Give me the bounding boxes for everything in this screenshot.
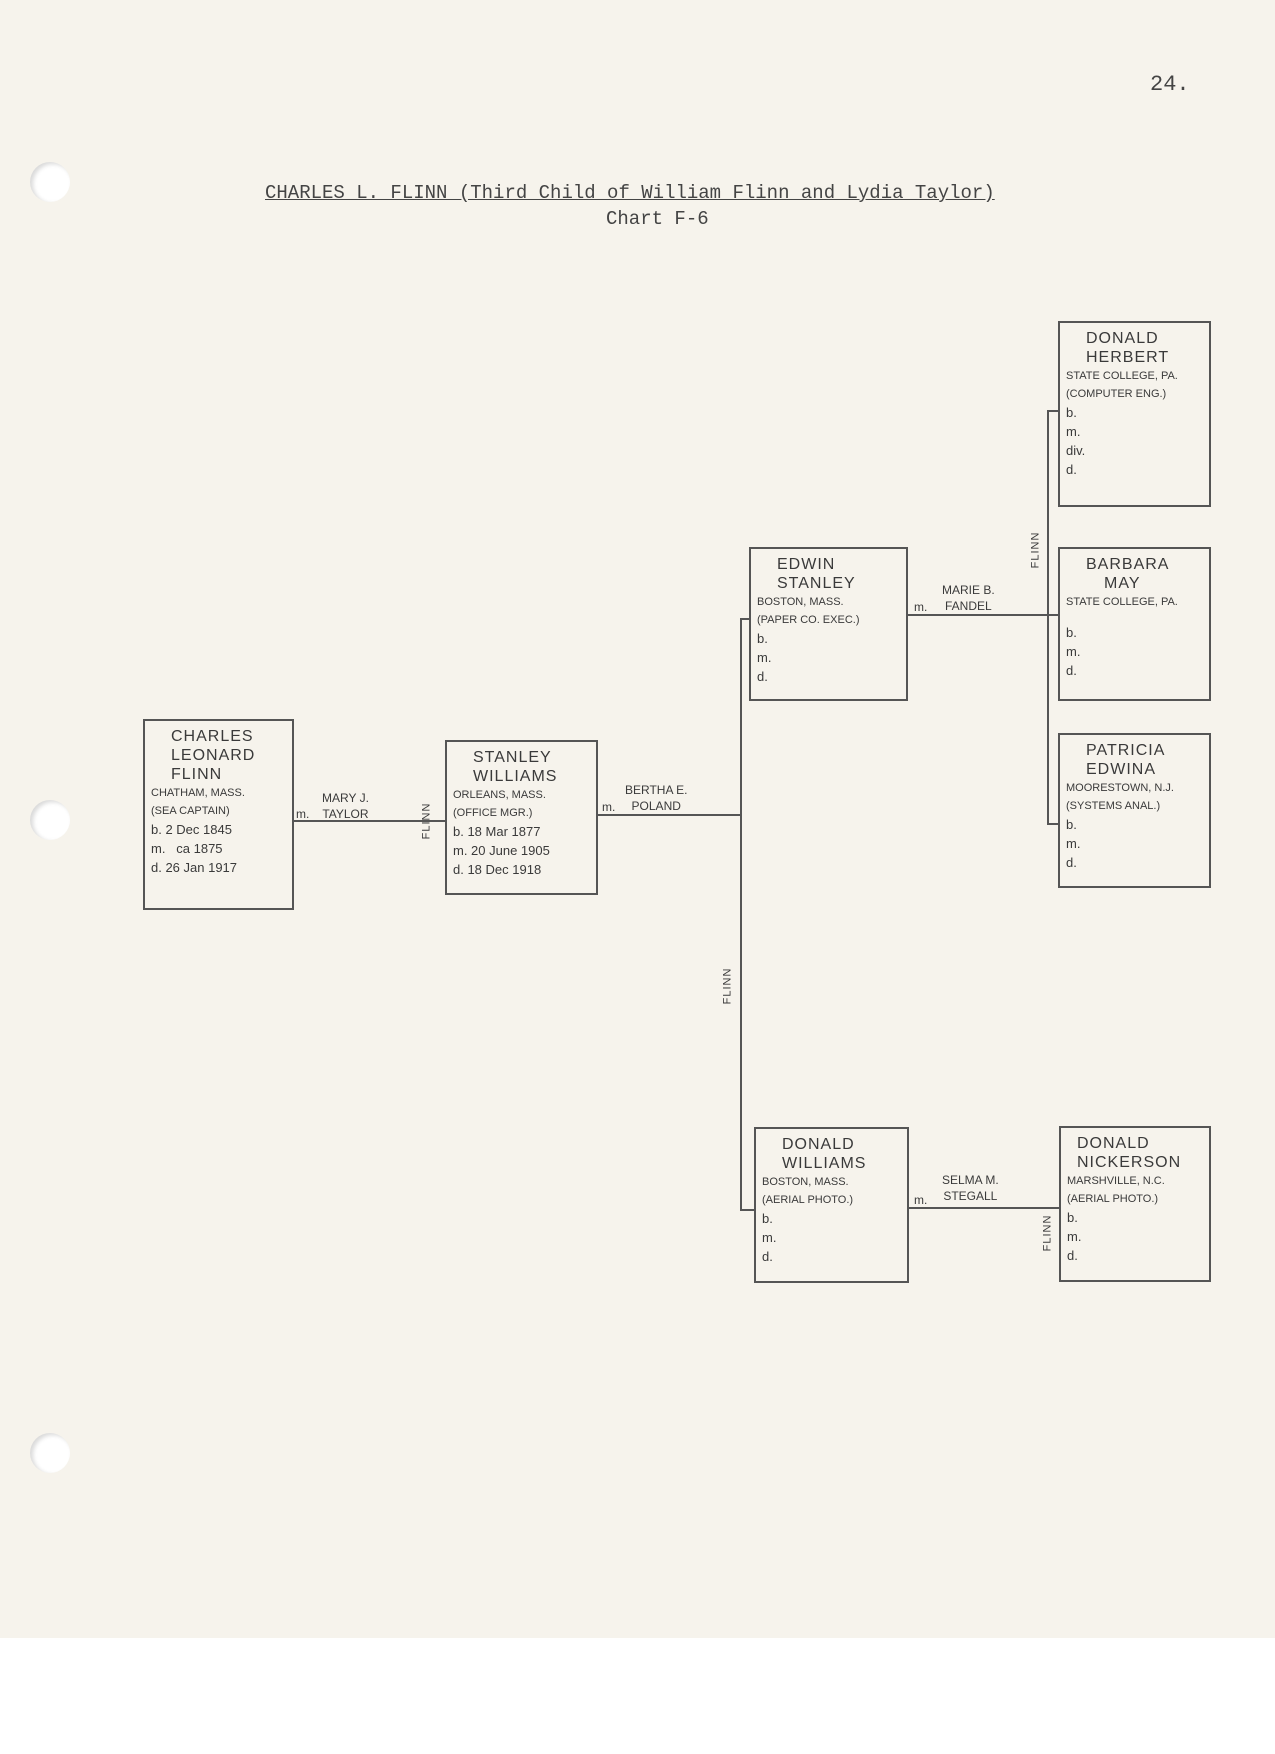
death: d.	[1066, 462, 1077, 477]
marriage-line	[908, 1207, 1059, 1209]
married-abbrev: m.	[914, 1193, 928, 1207]
descent-trunk	[740, 618, 742, 1211]
binder-hole	[30, 800, 70, 840]
branch-line	[1047, 410, 1058, 412]
marriage: m.	[1066, 836, 1081, 851]
person-name: Nickerson	[1077, 1154, 1182, 1171]
occupation: (Systems Anal.)	[1066, 800, 1161, 812]
death: d.	[1066, 855, 1077, 870]
marriage: m.	[757, 650, 772, 665]
person-box-donald-williams: Donald Williams Boston, Mass. (Aerial Ph…	[754, 1127, 909, 1283]
occupation: (Sea Captain)	[151, 805, 230, 817]
person-name: Donald	[1086, 330, 1159, 347]
person-box-donald-nickerson: Donald Nickerson Marshville, N.C. (Aeria…	[1059, 1126, 1211, 1282]
residence: Orleans, Mass.	[453, 789, 546, 801]
birth: b. 18 Mar 1877	[453, 824, 541, 839]
descent-trunk	[1047, 410, 1049, 824]
binder-hole	[30, 162, 70, 202]
branch-line	[740, 1209, 754, 1211]
person-name: Edwin	[777, 556, 836, 573]
birth: b. 2 Dec 1845	[151, 822, 232, 837]
occupation: (Paper Co. Exec.)	[757, 614, 860, 626]
death: d.	[1067, 1248, 1078, 1263]
surname-label: FLINN	[1041, 1214, 1054, 1252]
death: d. 18 Dec 1918	[453, 862, 542, 877]
birth: b.	[1066, 817, 1077, 832]
marriage: m.	[1066, 424, 1081, 439]
marriage: m.	[762, 1230, 777, 1245]
birth: b.	[757, 631, 768, 646]
residence: State College, Pa.	[1066, 370, 1178, 382]
person-box-barbara: Barbara May State College, Pa. b. m. d.	[1058, 547, 1211, 701]
person-box-charles: Charles Leonard Flinn Chatham, Mass. (Se…	[143, 719, 294, 910]
person-name: Donald	[782, 1136, 855, 1153]
person-box-stanley: Stanley Williams Orleans, Mass. (Office …	[445, 740, 598, 895]
surname-label: FLINN	[721, 967, 734, 1005]
death: d.	[757, 669, 768, 684]
occupation: (Office Mgr.)	[453, 807, 533, 819]
spouse-name: Mary J.Taylor	[322, 791, 369, 821]
person-name: Edwina	[1086, 761, 1156, 778]
marriage-line	[597, 814, 740, 816]
chart-title: CHARLES L. FLINN (Third Child of William…	[265, 182, 995, 204]
occupation: (Aerial Photo.)	[1067, 1193, 1159, 1205]
surname-label: FLINN	[420, 802, 433, 840]
marriage-line	[907, 614, 1058, 616]
person-name: Herbert	[1086, 349, 1170, 366]
married-abbrev: m.	[914, 600, 928, 614]
person-name: Charles	[171, 728, 254, 745]
branch-line	[1047, 823, 1058, 825]
person-name: Stanley	[777, 575, 856, 592]
person-box-edwin: Edwin Stanley Boston, Mass. (Paper Co. E…	[749, 547, 908, 701]
marriage: m.	[1067, 1229, 1082, 1244]
death: d.	[1066, 663, 1077, 678]
page-number: 24.	[1150, 72, 1190, 97]
spouse-name: Bertha E.Poland	[625, 783, 688, 813]
branch-line	[740, 618, 750, 620]
spouse-name: Marie B.Fandel	[942, 583, 995, 613]
marriage-line	[293, 820, 445, 822]
person-box-patricia: Patricia Edwina Moorestown, N.J. (System…	[1058, 733, 1211, 888]
residence: Chatham, Mass.	[151, 787, 245, 799]
birth: b.	[1066, 405, 1077, 420]
birth: b.	[762, 1211, 773, 1226]
surname-label: FLINN	[1029, 531, 1042, 569]
death: d. 26 Jan 1917	[151, 860, 238, 875]
person-name: Patricia	[1086, 742, 1166, 759]
married-abbrev: m.	[602, 800, 616, 814]
scan-margin	[0, 1638, 1275, 1754]
divorce: div.	[1066, 443, 1086, 458]
residence: Marshville, N.C.	[1067, 1175, 1165, 1187]
birth: b.	[1066, 625, 1077, 640]
person-name: Barbara	[1086, 556, 1170, 573]
spouse-name: Selma M.Stegall	[942, 1173, 999, 1203]
person-name: Leonard	[171, 747, 256, 764]
married-abbrev: m.	[296, 807, 310, 821]
residence: Moorestown, N.J.	[1066, 782, 1174, 794]
chart-subtitle: Chart F-6	[606, 208, 709, 230]
marriage: m. ca 1875	[151, 841, 223, 856]
marriage: m. 20 June 1905	[453, 843, 550, 858]
occupation: (Computer Eng.)	[1066, 388, 1167, 400]
birth: b.	[1067, 1210, 1078, 1225]
person-name: Williams	[473, 768, 558, 785]
person-name: Donald	[1077, 1135, 1150, 1152]
residence: Boston, Mass.	[757, 596, 844, 608]
person-name: Flinn	[171, 766, 223, 783]
marriage: m.	[1066, 644, 1081, 659]
residence: State College, Pa.	[1066, 596, 1178, 608]
person-name: May	[1104, 575, 1141, 592]
occupation: (Aerial Photo.)	[762, 1194, 854, 1206]
person-box-donald-herbert: Donald Herbert State College, Pa. (Compu…	[1058, 321, 1211, 507]
death: d.	[762, 1249, 773, 1264]
binder-hole	[30, 1433, 70, 1473]
person-name: Stanley	[473, 749, 552, 766]
person-name: Williams	[782, 1155, 867, 1172]
residence: Boston, Mass.	[762, 1176, 849, 1188]
